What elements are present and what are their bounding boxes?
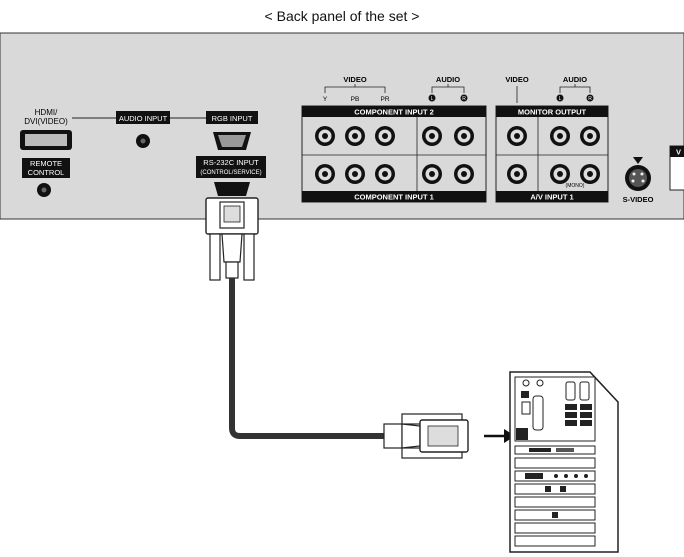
monitor-video-jack — [507, 126, 527, 146]
monitor-audio-r: R — [588, 96, 592, 102]
component-input1-label: COMPONENT INPUT 1 — [354, 193, 434, 202]
monitor-audio-l-marker — [556, 94, 564, 102]
audio-input-jack-hole — [140, 138, 146, 144]
av-input1-label: A/V INPUT 1 — [530, 193, 573, 202]
rgb-port-pins — [218, 135, 246, 147]
monitor-audio-r-marker — [586, 94, 594, 102]
component2-pr-jack — [375, 126, 395, 146]
pc-serial-port — [516, 428, 528, 440]
svideo-pin — [641, 179, 645, 183]
remote-label-line2: CONTROL — [28, 168, 65, 177]
component-sub-pr: PR — [380, 96, 389, 103]
component-video-header: VIDEO — [343, 75, 367, 84]
svideo-jack-inner — [629, 169, 647, 187]
rgb-input-label: RGB INPUT — [212, 114, 253, 123]
av-input1-bar — [496, 191, 608, 202]
component-audio-l-marker — [428, 94, 436, 102]
audio-input-label-box — [116, 111, 170, 124]
av-audio-l-jack — [550, 164, 570, 184]
monitor-output-jacks — [507, 126, 600, 146]
component-audio-bracket — [431, 84, 465, 93]
hdmi-label-line2: DVI(VIDEO) — [24, 117, 68, 126]
component1-y-jack — [315, 164, 335, 184]
component1-pb-jack — [345, 164, 365, 184]
svideo-pin — [640, 172, 644, 176]
svideo-arrow-icon — [633, 157, 643, 164]
component-audio-r-marker — [460, 94, 468, 102]
av-video-jack — [507, 164, 527, 184]
cable-connector-pc-end — [383, 413, 469, 459]
component1-pr-jack — [375, 164, 395, 184]
component2-pb-jack — [345, 126, 365, 146]
component2-audio-r-jack — [454, 126, 474, 146]
av-input1-jacks — [507, 164, 600, 184]
monitor-audio-l-jack — [550, 126, 570, 146]
rgb-input-label-box — [206, 111, 258, 124]
mono-label: (MONO) — [566, 183, 585, 189]
rs232c-label-line2: (CONTROL/SERVICE) — [200, 170, 261, 176]
component2-audio-l-jack — [422, 126, 442, 146]
monitor-output-label: MONITOR OUTPUT — [518, 108, 587, 117]
component-input1-bar — [302, 191, 486, 202]
component-audio-header: AUDIO — [436, 75, 460, 84]
monitor-output-bar — [496, 106, 608, 117]
component-sub-pb: PB — [351, 96, 360, 103]
edge-panel-bar — [670, 146, 684, 157]
component1-audio-l-jack — [422, 164, 442, 184]
monitor-audio-header: AUDIO — [563, 75, 587, 84]
svideo-pin — [631, 179, 635, 183]
hdmi-port-pins — [25, 134, 67, 146]
audio-input-label: AUDIO INPUT — [119, 114, 168, 123]
cable-connector-tv-end — [205, 197, 259, 281]
svideo-label: S-VIDEO — [623, 195, 654, 204]
monitor-video-header: VIDEO — [505, 75, 529, 84]
rs232c-cable — [229, 278, 384, 439]
component2-y-jack — [315, 126, 335, 146]
component1-audio-r-jack — [454, 164, 474, 184]
av-audio-r-jack — [580, 164, 600, 184]
diagram-caption: < Back panel of the set > — [264, 8, 420, 24]
pc-tower — [509, 371, 619, 553]
component-audio-r: R — [462, 96, 466, 102]
monitor-audio-r-jack — [580, 126, 600, 146]
tv-back-panel — [0, 32, 684, 220]
component-sub-y: Y — [323, 96, 328, 103]
svideo-pin — [632, 172, 636, 176]
rs232c-label-line1: RS-232C INPUT — [203, 158, 259, 167]
edge-panel-letter: V — [676, 148, 681, 157]
remote-jack-hole — [41, 187, 47, 193]
component-input2-jacks — [315, 126, 474, 146]
component-input1-jacks — [315, 164, 474, 184]
component-audio-l: L — [431, 96, 434, 102]
remote-control-label-box — [22, 158, 70, 178]
monitor-audio-l: L — [559, 96, 562, 102]
component-input2-bar — [302, 106, 486, 117]
component-video-bracket — [324, 84, 386, 93]
hdmi-label-line1: HDMI/ — [35, 108, 58, 117]
monitor-audio-bracket — [559, 84, 591, 93]
rs232c-label-box — [196, 156, 266, 178]
remote-label-line1: REMOTE — [30, 159, 62, 168]
rs232c-input-port — [214, 182, 250, 196]
component-input2-label: COMPONENT INPUT 2 — [354, 108, 434, 117]
